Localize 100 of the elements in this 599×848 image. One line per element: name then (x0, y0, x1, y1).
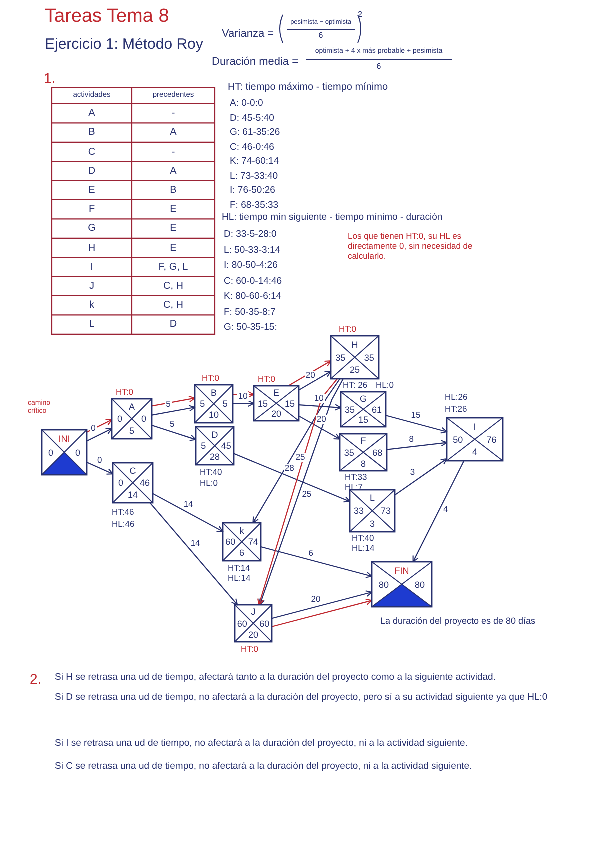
activity-node (350, 490, 395, 532)
activity-node (331, 336, 379, 379)
float-label: HL:26 (445, 392, 468, 402)
arrow (412, 460, 465, 563)
arrow (272, 590, 373, 620)
title: Tareas Tema 8 (45, 6, 170, 28)
note-text: D: 33-5-28:0 (224, 230, 278, 241)
arrow (252, 378, 341, 524)
note-text: I: 76-50:26 (230, 186, 276, 197)
table-cell-text: C, H (162, 280, 184, 292)
time-value: 60 (236, 618, 248, 628)
table-cell-text: E (169, 242, 178, 254)
float-label: HL:0 (200, 478, 218, 488)
float-label: HT:26 (445, 404, 468, 414)
float-label: HT:40 (352, 533, 374, 543)
time-value: 35 (334, 352, 347, 362)
time-value: 5 (199, 399, 206, 409)
float-label: HT:0 (202, 373, 220, 383)
table-cell-text: F, G, L (158, 262, 190, 274)
time-value: 35 (363, 352, 376, 362)
activity-name: A (128, 402, 136, 412)
note-text: Duración media = (212, 56, 300, 69)
activity-name: F (360, 436, 368, 446)
float-label: HT:0 (116, 387, 134, 397)
note-text: 6 (318, 31, 324, 40)
time-value: 0 (116, 414, 124, 424)
arrow (152, 396, 196, 407)
arrow (298, 371, 332, 391)
time-value: 68 (372, 448, 384, 458)
duration-value: 14 (126, 490, 139, 500)
answer-text: Si H se retrasa una ud de tiempo, afectará tanto a la duración del proyecto como a la siguiente actividad. (55, 673, 497, 684)
activity-node (223, 523, 261, 561)
table-cell-text: C (87, 146, 97, 158)
activity-name: I (472, 422, 478, 432)
table-cell-text: F (88, 204, 96, 216)
table-cell-text: E (88, 184, 96, 196)
note-text: F: 50-35-8:7 (224, 308, 277, 318)
activity-node (112, 399, 152, 439)
edge-label: 25 (301, 490, 313, 499)
duration-value: 28 (208, 452, 221, 462)
note-text: 6 (376, 62, 382, 72)
note-text: C: 60-0-14:46 (224, 276, 284, 288)
activity-node (341, 392, 386, 427)
arrow (86, 428, 113, 442)
time-value: 74 (247, 537, 260, 547)
table-cell-text: A (169, 166, 178, 178)
table-cell-text: H (87, 242, 97, 254)
answer-text: 2. (30, 671, 43, 688)
float-label: HT:40 (200, 467, 222, 477)
float-label: HL:14 (352, 543, 375, 553)
note-text: L: 73-33:40 (230, 172, 280, 182)
time-value: 80 (414, 580, 426, 590)
answer-text: Si C se retrasa una ud de tiempo, no afectará a la duración del proyecto, ni a la actividad siguiente. (55, 762, 474, 773)
activity-name: E (272, 388, 280, 398)
arrow (86, 419, 113, 433)
time-value: 80 (378, 580, 390, 590)
edge-label: 6 (308, 548, 314, 558)
duration-value: 8 (360, 458, 367, 469)
float-label: HT:46 (112, 507, 134, 517)
float-label: HT:14 (228, 563, 250, 573)
note-text: C: 46-0:46 (230, 142, 276, 154)
duration-value: 10 (208, 410, 220, 420)
activity-name: C (128, 466, 138, 476)
float-label: HT:33 (345, 472, 368, 482)
table-cell-text: k (88, 300, 96, 312)
activity-node (235, 605, 272, 642)
time-value: 60 (224, 537, 237, 547)
time-value: 33 (352, 506, 365, 516)
note-text: F: 68-35:33 (230, 200, 280, 212)
edge-label: 25 (294, 452, 306, 462)
duration-value: 5 (128, 426, 136, 436)
note-text: K: 74-60:14 (230, 157, 280, 168)
answer-text: Si I se retrasa una ud de tiempo, no afectará a la duración del proyecto, ni a la actividad siguiente. (55, 739, 469, 750)
time-value: 5 (222, 399, 229, 409)
table-cell-text: B (169, 184, 178, 196)
time-value: 15 (284, 398, 296, 408)
activity-name: B (210, 388, 218, 398)
duration-value: 6 (238, 548, 246, 558)
arrow (152, 493, 224, 532)
activity-node (340, 434, 387, 471)
float-label: HL:14 (228, 573, 251, 583)
float-label: HL:46 (112, 519, 135, 529)
time-value: 5 (200, 441, 208, 451)
note-text: L: 50-33-3:14 (224, 246, 282, 256)
edge-label: 20 (304, 370, 316, 380)
note-text: La duración del proyecto es de 80 días (379, 616, 537, 626)
table-cell-text: - (170, 108, 176, 120)
arrow (386, 415, 448, 434)
time-value: 46 (138, 478, 151, 488)
edge-label: 3 (409, 468, 416, 478)
activity-name: FIN (394, 566, 410, 576)
duration-value: 20 (270, 409, 282, 419)
float-label: HT:0 (241, 644, 258, 654)
time-value: 0 (140, 414, 148, 424)
arrow (86, 462, 114, 475)
edge-label: 20 (316, 415, 328, 424)
table-cell-text: G (87, 223, 97, 235)
activity-node (372, 562, 432, 607)
duration-value: 20 (247, 630, 260, 640)
table-cell-text: D (87, 166, 97, 178)
